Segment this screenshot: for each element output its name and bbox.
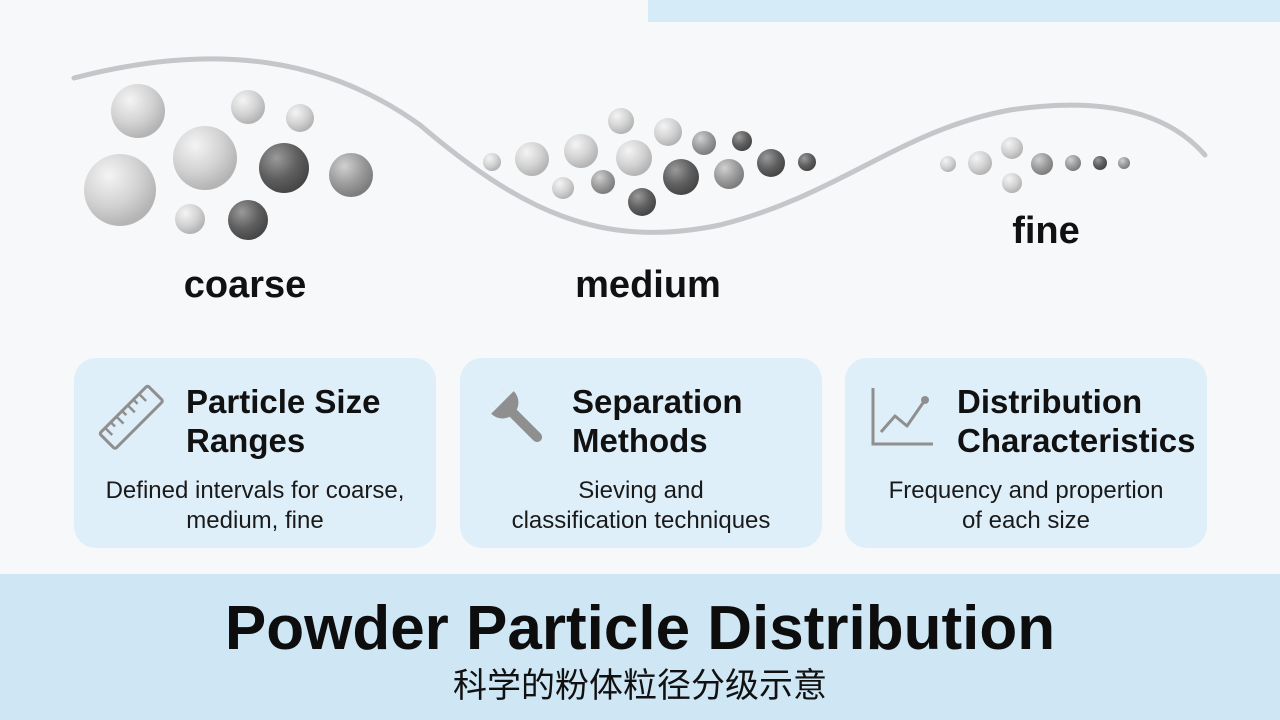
- wrench-icon: [486, 386, 543, 443]
- footer-banner: Powder Particle Distribution 科学的粉体粒径分级示意: [0, 574, 1280, 720]
- particle: [228, 200, 268, 240]
- card-distribution-characteristics: Distribution Characteristics Frequency a…: [845, 358, 1207, 548]
- card-desc-line: classification techniques: [511, 507, 771, 534]
- card-title-line: Ranges: [186, 422, 306, 459]
- particle: [1002, 173, 1022, 193]
- particle: [591, 170, 615, 194]
- particle: [173, 126, 237, 190]
- particle: [515, 142, 549, 176]
- card-desc-line: Frequency and propertion: [888, 477, 1164, 504]
- card-title: Distribution Characteristics: [957, 382, 1207, 460]
- card-desc-line: medium, fine: [186, 507, 324, 534]
- page-subtitle: 科学的粉体粒径分级示意: [453, 667, 827, 705]
- ruler-icon: [98, 384, 164, 450]
- particle: [732, 131, 752, 151]
- top-accent-strip: [648, 0, 1280, 22]
- card-desc-line: Sieving and: [578, 477, 704, 504]
- card-title: Particle Size Ranges: [186, 382, 436, 460]
- particle: [259, 143, 309, 193]
- particle: [1001, 137, 1023, 159]
- particle: [175, 204, 205, 234]
- particle: [714, 159, 744, 189]
- page-title: Powder Particle Distribution: [224, 594, 1056, 663]
- particle: [111, 84, 165, 138]
- card-particle-size-ranges: Particle Size Ranges Defined intervals f…: [74, 358, 436, 548]
- card-description: Sieving and classification techniques: [460, 476, 822, 536]
- particle: [552, 177, 574, 199]
- card-title-line: Distribution: [957, 383, 1143, 420]
- particle: [329, 153, 373, 197]
- distribution-wave-curve: [71, 56, 1208, 235]
- particle: [616, 140, 652, 176]
- particle: [483, 153, 501, 171]
- particle: [968, 151, 992, 175]
- particle: [1118, 157, 1130, 169]
- particle: [564, 134, 598, 168]
- card-title-line: Characteristics: [957, 422, 1196, 459]
- particle: [940, 156, 956, 172]
- particle-distribution-illustration: [71, 56, 1208, 240]
- particle: [654, 118, 682, 146]
- line-chart-icon: [871, 388, 933, 446]
- card-title-line: Separation: [572, 383, 743, 420]
- particle: [286, 104, 314, 132]
- particle: [1065, 155, 1081, 171]
- particle: [84, 154, 156, 226]
- particle: [757, 149, 785, 177]
- particle: [1031, 153, 1053, 175]
- card-title-line: Particle Size: [186, 383, 381, 420]
- card-title-line: Methods: [572, 422, 708, 459]
- card-desc-line: of each size: [961, 507, 1091, 534]
- particle: [692, 131, 716, 155]
- coarse-label: coarse: [183, 264, 307, 306]
- card-desc-line: Defined intervals for coarse,: [105, 477, 405, 504]
- medium-label: medium: [575, 264, 721, 306]
- card-description: Defined intervals for coarse, medium, fi…: [74, 476, 436, 536]
- particle: [663, 159, 699, 195]
- particle: [628, 188, 656, 216]
- particle: [798, 153, 816, 171]
- card-separation-methods: Separation Methods Sieving and classific…: [460, 358, 822, 548]
- particle: [231, 90, 265, 124]
- particle-group: [84, 84, 1130, 240]
- particle: [1093, 156, 1107, 170]
- card-title: Separation Methods: [572, 382, 822, 460]
- particle: [608, 108, 634, 134]
- fine-label: fine: [1012, 210, 1080, 252]
- card-description: Frequency and propertion of each size: [845, 476, 1207, 536]
